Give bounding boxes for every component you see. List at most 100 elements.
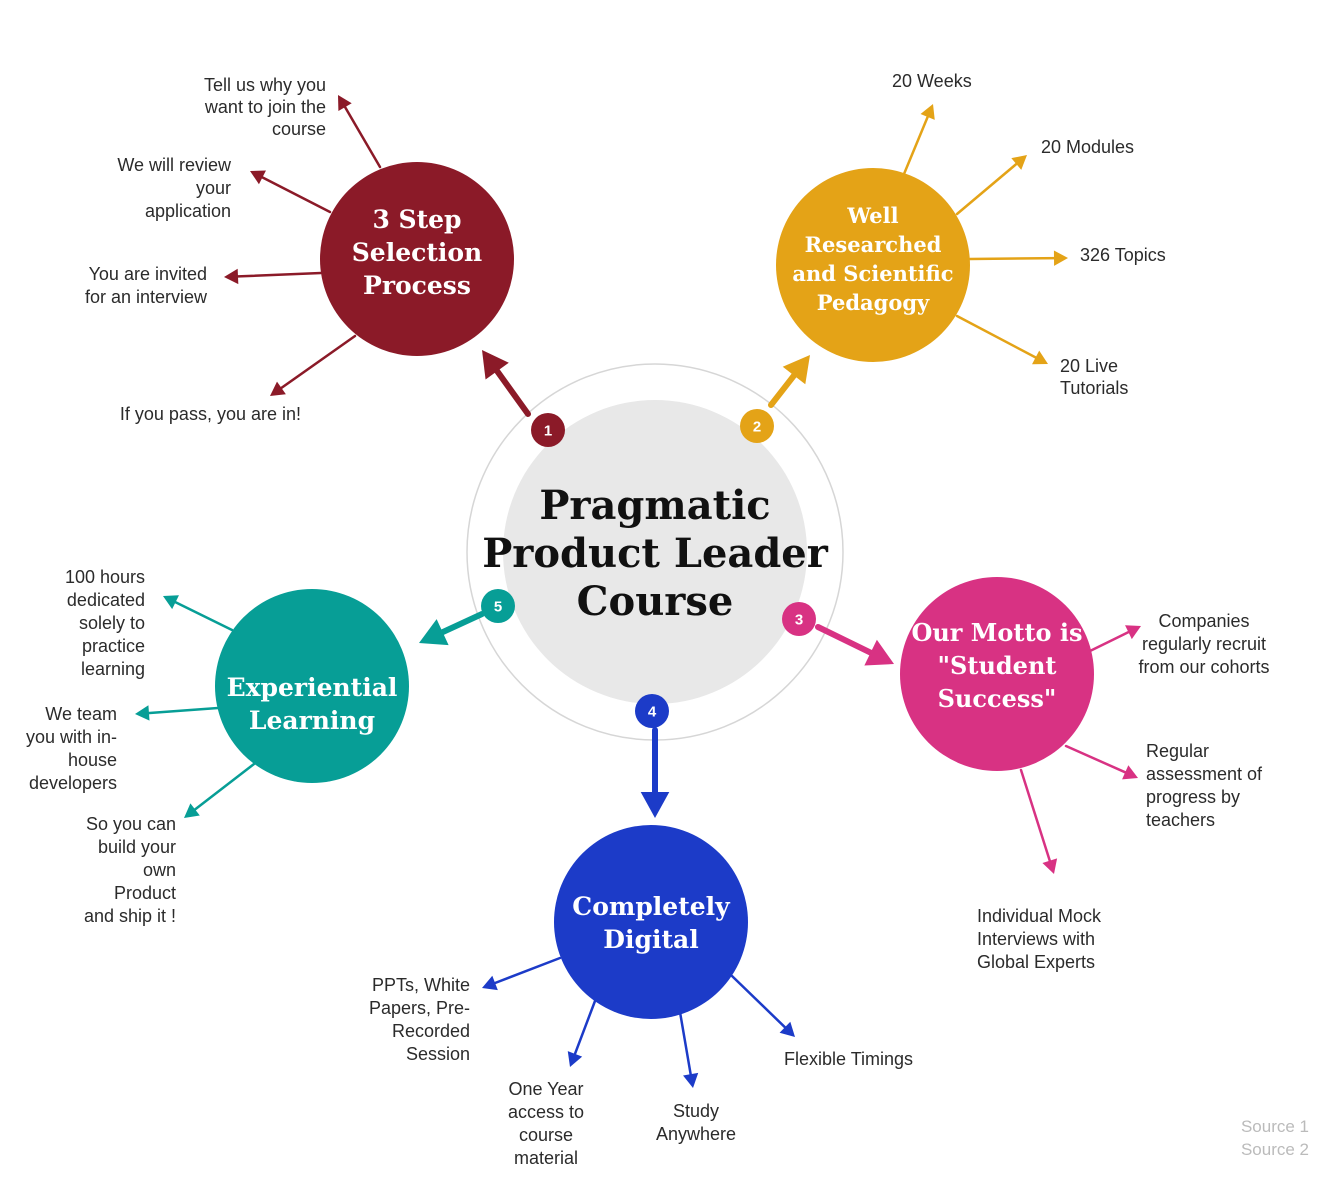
leaf-arrow-experiential-2-arrowhead [135,705,150,721]
leaf-arrow-pedagogy-1-shaft [902,113,930,176]
hub-arrow-digital-arrowhead [640,792,670,818]
leaf-text-digital-1-line: Papers, Pre- [369,998,470,1018]
node-circle-motto [900,577,1094,771]
leaf-arrow-motto-2-shaft [1064,744,1130,775]
leaf-arrow-motto-3-arrowhead [1042,858,1058,874]
leaf-text-pedagogy-3-line: 326 Topics [1080,245,1166,265]
leaf-text-pedagogy-4-line: 20 Live [1060,356,1118,376]
leaf-text-motto-3-line: Global Experts [977,952,1095,972]
leaf-text-pedagogy-2-line: 20 Modules [1041,137,1134,157]
leaf-text-digital-1-line: Recorded [392,1021,470,1041]
hub-arrow-pedagogy-shaft [768,368,801,408]
leaf-text-digital-3-line: Anywhere [656,1124,736,1144]
leaf-text-motto-2-line: progress by [1146,787,1240,807]
leaf-text-digital-1-line: Session [406,1044,470,1064]
step-number-2: 2 [753,419,761,436]
source-link-1[interactable]: Source 1 [1241,1117,1309,1136]
node-title-pedagogy-line: Researched [805,232,942,257]
leaf-text-experiential-1-line: 100 hours [65,567,145,587]
leaf-text-motto-2-line: assessment of [1146,764,1263,784]
leaf-arrow-experiential-3-arrowhead [184,803,200,818]
leaf-text-experiential-3-line: So you can [86,814,176,834]
leaf-arrow-selection-1-shaft [342,103,382,169]
leaf-arrow-pedagogy-2-shaft [955,160,1020,216]
leaf-arrow-pedagogy-2-arrowhead [1011,155,1027,170]
leaf-text-selection-2-line: We will review [117,155,232,175]
leaf-text-experiential-3-line: own [143,860,176,880]
leaf-text-motto-2: Regular assessment of progress by teachers [1146,741,1263,830]
leaf-text-digital-2-line: access to [508,1102,584,1122]
leaf-arrow-digital-2-arrowhead [567,1051,583,1067]
leaf-text-selection-2-line: your [196,178,231,198]
node-title-selection-line: Selection [352,238,482,267]
leaf-text-digital-2-line: One Year [508,1079,583,1099]
leaf-text-experiential-3-line: and ship it ! [84,906,176,926]
node-title-motto-line: Success" [938,684,1057,713]
leaf-text-experiential-2-line: We team [45,704,117,724]
leaf-arrow-selection-4-arrowhead [270,381,286,396]
node-title-selection-line: Process [363,271,471,300]
leaf-text-experiential-1-line: practice [82,636,145,656]
leaf-arrow-motto-1-shaft [1088,629,1133,653]
leaf-text-selection-2-line: application [145,201,231,221]
node-title-experiential-line: Experiential [227,673,398,702]
leaf-text-experiential-1-line: learning [81,659,145,679]
hub-arrow-motto-arrowhead [864,639,894,666]
hub-circle [503,400,807,704]
step-number-3: 3 [795,612,803,629]
hub-arrow-experiential-arrowhead [419,619,449,646]
leaf-arrow-motto-3-shaft [1019,768,1052,865]
leaf-arrow-digital-1-shaft [491,956,562,986]
source-link-2[interactable]: Source 2 [1241,1140,1309,1159]
leaf-text-experiential-2-line: developers [29,773,117,793]
node-title-selection-line: 3 Step [372,205,461,234]
leaf-text-pedagogy-1: 20 Weeks [892,71,972,91]
leaf-arrow-digital-3-shaft [678,1010,693,1079]
leaf-text-experiential-2-line: house [68,750,117,770]
node-title-motto-line: "Student [938,651,1057,680]
hub-title-line: Product Leader [482,530,829,577]
hub-arrow-selection-arrowhead [482,350,509,380]
node-circle-pedagogy [776,168,970,362]
node-title-pedagogy-line: and Scientific [792,261,953,286]
leaf-text-motto-2-line: teachers [1146,810,1215,830]
step-badge-1 [531,413,565,447]
hub-arrow-pedagogy-arrowhead [782,355,810,385]
leaf-arrow-pedagogy-1-arrowhead [920,104,935,120]
leaf-text-selection-3-line: for an interview [85,287,208,307]
leaf-text-selection-1-line: Tell us why you [204,75,326,95]
leaf-text-digital-4: Flexible Timings [784,1049,913,1069]
leaf-text-motto-2-line: Regular [1146,741,1209,761]
hub-arrow-selection-shaft [491,363,531,417]
step-badge-3 [782,602,816,636]
leaf-text-experiential-1-line: solely to [79,613,145,633]
step-badge-4 [635,694,669,728]
hub-arrow-motto-shaft [815,624,879,658]
leaf-arrow-digital-2-shaft [572,999,597,1058]
leaf-arrow-selection-2-arrowhead [250,170,266,185]
leaf-arrow-selection-3-arrowhead [224,268,239,285]
step-number-5: 5 [494,599,502,616]
leaf-arrow-selection-4-shaft [277,334,357,391]
leaf-arrow-experiential-3-shaft [191,762,256,813]
leaf-arrow-motto-1-arrowhead [1125,625,1141,640]
leaf-text-selection-1-line: want to join the [204,97,326,117]
leaf-text-motto-3-line: Individual Mock [977,906,1102,926]
leaf-arrow-digital-3-arrowhead [683,1072,699,1088]
leaf-arrow-digital-4-shaft [730,974,789,1031]
node-title-pedagogy-line: Well [846,203,898,228]
step-badge-5 [481,589,515,623]
